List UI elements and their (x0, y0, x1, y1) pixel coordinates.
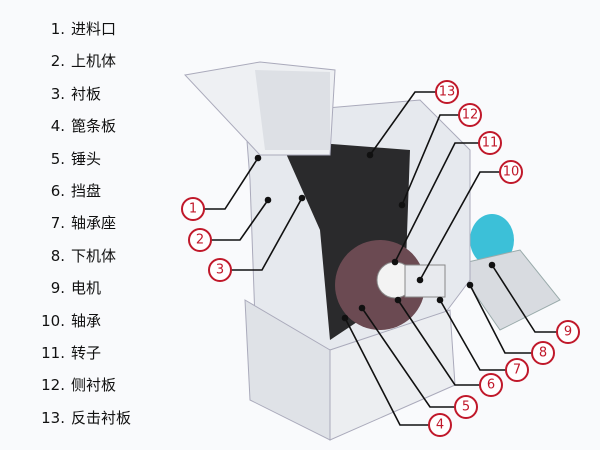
callout-number: 10 (503, 165, 520, 180)
callout-number: 6 (487, 378, 495, 393)
callout-number: 9 (564, 325, 572, 340)
leader-dot (391, 258, 399, 266)
legend-number: 13. (41, 408, 65, 427)
callout-number: 1 (189, 202, 197, 217)
leader-dot (488, 261, 496, 269)
legend-number: 4. (50, 117, 65, 136)
leader-dot (416, 276, 424, 284)
legend-item: 1. 进料口 (28, 18, 131, 50)
callout-number: 2 (196, 233, 204, 248)
leader-line (469, 284, 543, 354)
legend-item: 4. 篦条板 (28, 115, 131, 147)
callout-number: 7 (513, 363, 521, 378)
leader-dot (254, 154, 262, 162)
legend-number: 6. (50, 181, 65, 200)
legend-number: 3. (50, 84, 65, 103)
legend-label: 轴承座 (71, 214, 117, 233)
callout-circle (478, 131, 502, 155)
callout-circle (556, 320, 580, 344)
callout-circle (428, 413, 452, 437)
legend-item: 10. 轴承 (28, 310, 131, 342)
legend-label: 反击衬板 (71, 408, 132, 427)
callout-circle (479, 373, 503, 397)
legend-number: 11. (41, 343, 65, 362)
legend-number: 1. (50, 20, 65, 38)
callout-number: 4 (436, 418, 444, 433)
legend-number: 12. (41, 376, 65, 395)
legend-number: 8. (50, 246, 65, 265)
callout-circle (188, 228, 212, 252)
legend-item: 9. 电机 (28, 277, 131, 309)
legend-item: 3. 衬板 (28, 83, 131, 115)
callout-circle (181, 197, 205, 221)
legend-label: 侧衬板 (71, 376, 117, 395)
legend-item: 8. 下机体 (28, 245, 131, 277)
leader-dot (394, 296, 402, 304)
legend-item: 11. 转子 (28, 342, 131, 374)
leader-dot (298, 194, 306, 202)
leader-dot (436, 296, 444, 304)
callout-number: 8 (539, 346, 547, 361)
legend-label: 上机体 (71, 52, 117, 71)
legend-number: 10. (41, 311, 65, 330)
legend-label: 下机体 (71, 246, 117, 265)
callout-circle (454, 395, 478, 419)
leader-line (439, 299, 517, 371)
legend-item: 12. 侧衬板 (28, 374, 131, 406)
callout-circle (458, 103, 482, 127)
legend-item: 5. 锤头 (28, 148, 131, 180)
leader-dot (358, 304, 366, 312)
callout-number: 5 (462, 400, 470, 415)
leader-dot (366, 151, 374, 159)
leader-line (220, 197, 303, 271)
leader-dot (264, 196, 272, 204)
legend-label: 轴承 (71, 311, 102, 330)
legend-label: 篦条板 (71, 117, 117, 136)
parts-legend: 1. 进料口 2. 上机体 3. 衬板 4. 篦条板 5. 锤头 6. 挡盘 7. 轴承座 8. 下机体 9. 电… (28, 18, 131, 439)
callout-number: 12 (462, 108, 479, 123)
legend-number: 2. (50, 52, 65, 71)
legend-label: 挡盘 (71, 181, 102, 200)
callout-circle (499, 160, 523, 184)
legend-label: 转子 (71, 343, 102, 362)
callout-circle (435, 80, 459, 104)
callout-number: 3 (216, 263, 224, 278)
legend-item: 13. 反击衬板 (28, 407, 131, 439)
callout-number: 13 (439, 85, 456, 100)
motor (470, 214, 514, 266)
bearing-seat (404, 264, 446, 298)
callout-number: 11 (482, 136, 499, 151)
callout-circle (505, 358, 529, 382)
leader-line (193, 157, 259, 210)
leader-dot (398, 201, 406, 209)
leader-line (200, 199, 269, 241)
leader-dot (341, 314, 349, 322)
legend-label: 衬板 (71, 84, 102, 103)
legend-label: 进料口 (71, 20, 117, 38)
legend-number: 9. (50, 279, 65, 298)
legend-number: 5. (50, 149, 65, 168)
legend-label: 电机 (71, 279, 102, 298)
leader-dot (466, 281, 474, 289)
leader-line (344, 317, 440, 426)
legend-item: 7. 轴承座 (28, 212, 131, 244)
legend-item: 6. 挡盘 (28, 180, 131, 212)
legend-item: 2. 上机体 (28, 50, 131, 82)
legend-number: 7. (50, 214, 65, 233)
hopper-inner (255, 70, 330, 150)
callout-circle (208, 258, 232, 282)
legend-label: 锤头 (71, 149, 102, 168)
callout-circle (531, 341, 555, 365)
